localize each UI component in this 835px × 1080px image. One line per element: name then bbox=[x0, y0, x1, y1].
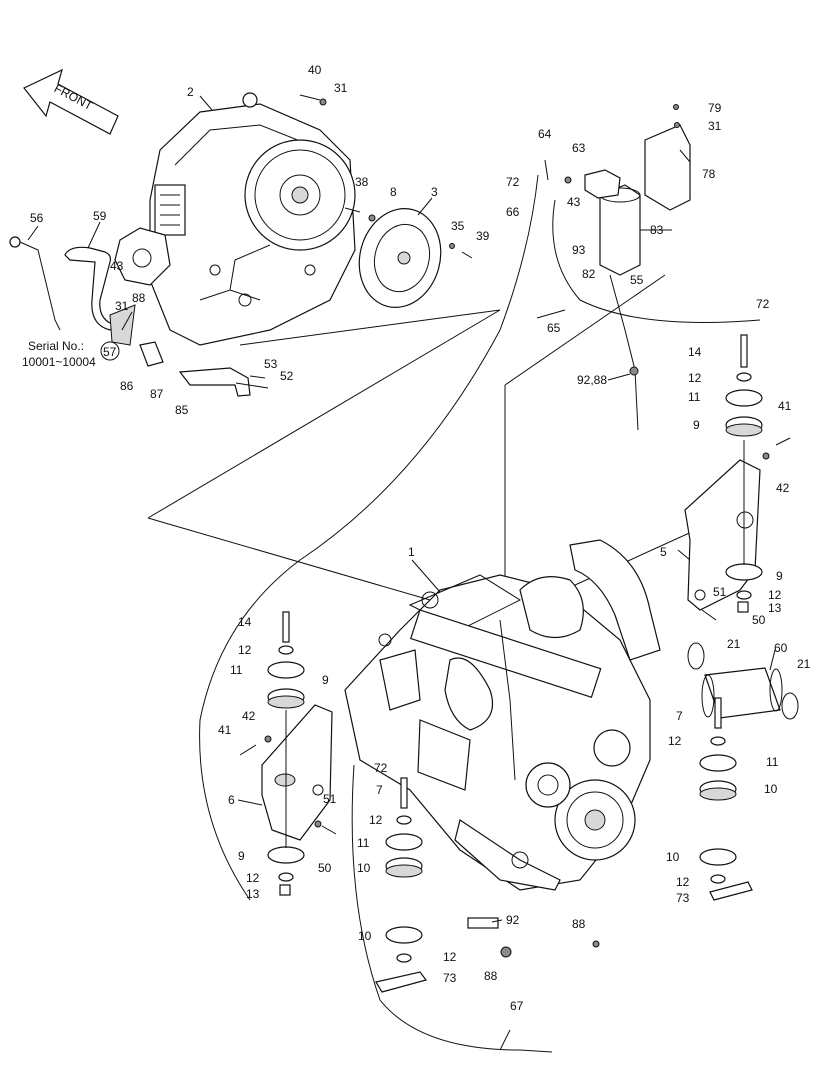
callout-11-right-b: 11 bbox=[766, 755, 779, 769]
callout-6: 6 bbox=[228, 793, 235, 807]
callout-73-center: 73 bbox=[443, 971, 457, 985]
callout-55: 55 bbox=[630, 273, 644, 287]
callout-40: 40 bbox=[308, 63, 322, 77]
callout-14-left: 14 bbox=[238, 615, 252, 629]
callout-72-mid: 72 bbox=[374, 761, 388, 775]
callout-35: 35 bbox=[451, 219, 465, 233]
callout-11-left-a: 11 bbox=[230, 663, 243, 677]
callout-87: 87 bbox=[150, 387, 164, 401]
callout-38: 38 bbox=[355, 175, 369, 189]
front-direction-arrow: FRONT bbox=[23, 68, 119, 135]
callout-11-center: 11 bbox=[357, 836, 370, 850]
callout-41-right: 41 bbox=[778, 399, 792, 413]
callout-10-center-a: 10 bbox=[357, 861, 371, 875]
callout-leaders bbox=[27, 95, 776, 1051]
callout-12-right-b: 12 bbox=[768, 588, 782, 602]
callout-43-left: 43 bbox=[110, 259, 124, 273]
callout-14-right: 14 bbox=[688, 345, 702, 359]
callout-31-filter: 31 bbox=[708, 119, 722, 133]
fuel-lines bbox=[199, 159, 761, 1053]
serial-label: Serial No.: bbox=[28, 339, 84, 353]
callout-64: 64 bbox=[538, 127, 552, 141]
callout-66: 66 bbox=[506, 205, 520, 219]
callout-39: 39 bbox=[476, 229, 490, 243]
callout-92: 92 bbox=[506, 913, 520, 927]
callout-12-center-a: 12 bbox=[369, 813, 383, 827]
callout-67: 67 bbox=[510, 999, 524, 1013]
callout-50-right: 50 bbox=[752, 613, 766, 627]
callout-3: 3 bbox=[431, 185, 438, 199]
callout-51-left: 51 bbox=[323, 792, 337, 806]
callout-13-left: 13 bbox=[246, 887, 260, 901]
callout-13-right: 13 bbox=[768, 601, 782, 615]
callout-57-ring bbox=[100, 341, 120, 361]
callout-21-top: 21 bbox=[727, 637, 741, 651]
intake-hose bbox=[687, 642, 799, 720]
callout-9-left-a: 9 bbox=[322, 673, 329, 687]
callout-12-left-a: 12 bbox=[238, 643, 252, 657]
callout-5: 5 bbox=[660, 545, 667, 559]
engine-assembly bbox=[344, 539, 661, 891]
callout-12-right-d: 12 bbox=[676, 875, 690, 889]
callout-12-left-b: 12 bbox=[246, 871, 260, 885]
callout-50-left: 50 bbox=[318, 861, 332, 875]
callout-73-right: 73 bbox=[676, 891, 690, 905]
callout-85: 85 bbox=[175, 403, 189, 417]
callout-31-left: 31 bbox=[115, 299, 129, 313]
callout-42-left: 42 bbox=[242, 709, 256, 723]
callout-41-left: 41 bbox=[218, 723, 232, 737]
callout-1: 1 bbox=[408, 545, 415, 559]
callout-8: 8 bbox=[390, 185, 397, 199]
callout-72-top: 72 bbox=[506, 175, 520, 189]
callout-86: 86 bbox=[120, 379, 134, 393]
callout-9-right-b: 9 bbox=[776, 569, 783, 583]
callout-9-right-a: 9 bbox=[693, 418, 700, 432]
callout-72-right: 72 bbox=[756, 297, 770, 311]
callout-78: 78 bbox=[702, 167, 716, 181]
transmission-hardware bbox=[299, 94, 473, 259]
callout-53: 53 bbox=[264, 357, 278, 371]
callout-52: 52 bbox=[280, 369, 294, 383]
callout-83: 83 bbox=[650, 223, 664, 237]
callout-12-right-c: 12 bbox=[668, 734, 682, 748]
callout-10-right-a: 10 bbox=[764, 782, 778, 796]
callout-60: 60 bbox=[774, 641, 788, 655]
serial-range: 10001~10004 bbox=[22, 355, 96, 369]
callout-79: 79 bbox=[708, 101, 722, 115]
callout-92-88: 92,88 bbox=[577, 373, 607, 387]
transmission-assembly bbox=[114, 92, 356, 346]
callout-88-bottom: 88 bbox=[484, 969, 498, 983]
callout-2: 2 bbox=[187, 85, 194, 99]
callout-51-right: 51 bbox=[713, 585, 727, 599]
mount-hardware bbox=[239, 334, 791, 993]
callout-57: 57 bbox=[103, 345, 117, 359]
callout-88-center: 88 bbox=[572, 917, 586, 931]
flex-plate bbox=[358, 208, 442, 308]
callout-31-top: 31 bbox=[334, 81, 348, 95]
callout-7-right: 7 bbox=[676, 709, 683, 723]
fuel-filter-assembly bbox=[564, 104, 691, 276]
callout-63: 63 bbox=[572, 141, 586, 155]
callout-82: 82 bbox=[582, 267, 596, 281]
callout-12-right-a: 12 bbox=[688, 371, 702, 385]
callout-59: 59 bbox=[93, 209, 107, 223]
callout-9-left-b: 9 bbox=[238, 849, 245, 863]
callout-10-center-b: 10 bbox=[358, 929, 372, 943]
callout-21-right: 21 bbox=[797, 657, 811, 671]
callout-7-center: 7 bbox=[376, 783, 383, 797]
callout-10-right-b: 10 bbox=[666, 850, 680, 864]
callout-11-right-a: 11 bbox=[688, 390, 701, 404]
left-engine-bracket bbox=[261, 704, 333, 841]
transmission-hoses bbox=[9, 236, 251, 397]
callout-12-center-b: 12 bbox=[443, 950, 457, 964]
callout-42-right: 42 bbox=[776, 481, 790, 495]
callout-43-filter: 43 bbox=[567, 195, 581, 209]
callout-88-left: 88 bbox=[132, 291, 146, 305]
callout-56: 56 bbox=[30, 211, 44, 225]
callout-65: 65 bbox=[547, 321, 561, 335]
callout-labels: 2 40 31 38 8 3 35 39 56 59 43 88 31 Seri… bbox=[22, 63, 811, 1013]
callout-93: 93 bbox=[572, 243, 586, 257]
